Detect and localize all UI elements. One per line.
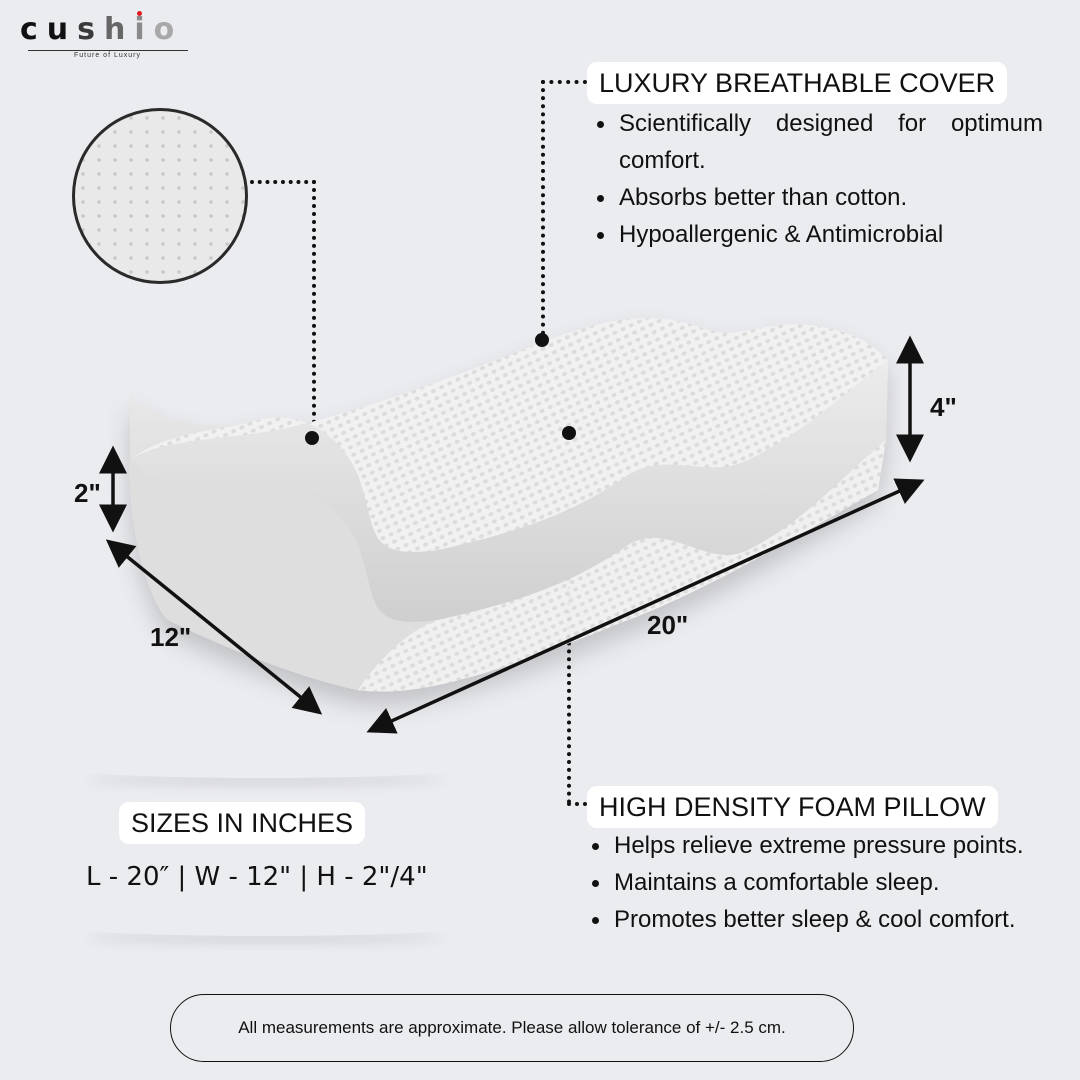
foam-callout-title: HIGH DENSITY FOAM PILLOW <box>587 786 998 828</box>
logo-letter: i <box>134 12 154 47</box>
pillow-image <box>129 318 888 692</box>
sizes-bottom-divider <box>80 920 450 936</box>
logo-letter: h <box>104 12 135 47</box>
logo-letter: c <box>20 12 47 47</box>
foam-feature-list: Helps relieve extreme pressure points. M… <box>588 827 1063 938</box>
logo-letter: o <box>153 12 184 47</box>
cover-feature-item: Absorbs better than cotton. <box>593 179 1043 216</box>
cover-leader-horizontal <box>541 80 587 84</box>
width-label: 12" <box>150 622 192 652</box>
cover-feature-item: Scientifically designed for optimum comf… <box>593 105 1043 179</box>
tolerance-note: All measurements are approximate. Please… <box>170 994 854 1062</box>
cover-feature-item: Hypoallergenic & Antimicrobial <box>593 216 1043 253</box>
sizes-title: SIZES IN INCHES <box>119 802 366 844</box>
brand-wordmark: c u s h i o <box>20 11 200 47</box>
foam-pin-icon <box>562 426 576 440</box>
foam-feature-item: Promotes better sleep & cool comfort. <box>588 901 1063 938</box>
logo-letter-i: i <box>134 11 154 47</box>
brand-logo: c u s h i o Future of Luxury <box>20 11 200 59</box>
height-high-label: 4" <box>930 392 957 422</box>
height-low-label: 2" <box>74 478 101 508</box>
cover-callout-title: LUXURY BREATHABLE COVER <box>587 62 1008 104</box>
swatch-pin-icon <box>305 431 319 445</box>
cover-pin-icon <box>535 333 549 347</box>
sizes-values: L - 20″ | W - 12" | H - 2"/4" <box>86 862 428 892</box>
foam-feature-item: Helps relieve extreme pressure points. <box>588 827 1063 864</box>
cover-leader-vertical <box>541 80 545 335</box>
brand-tagline: Future of Luxury <box>74 52 141 59</box>
foam-leader-horizontal <box>567 802 587 806</box>
foam-feature-item: Maintains a comfortable sleep. <box>588 864 1063 901</box>
swatch-leader-horizontal <box>250 180 316 184</box>
logo-letter: s <box>77 12 105 47</box>
swatch-leader-vertical <box>312 180 316 432</box>
fabric-swatch-image <box>72 108 248 284</box>
logo-letter: u <box>46 12 78 47</box>
cover-feature-list: Scientifically designed for optimum comf… <box>593 105 1043 253</box>
logo-underline <box>28 50 188 51</box>
sizes-top-divider <box>80 762 450 778</box>
length-label: 20" <box>647 610 689 640</box>
logo-red-dot-icon <box>137 11 143 16</box>
